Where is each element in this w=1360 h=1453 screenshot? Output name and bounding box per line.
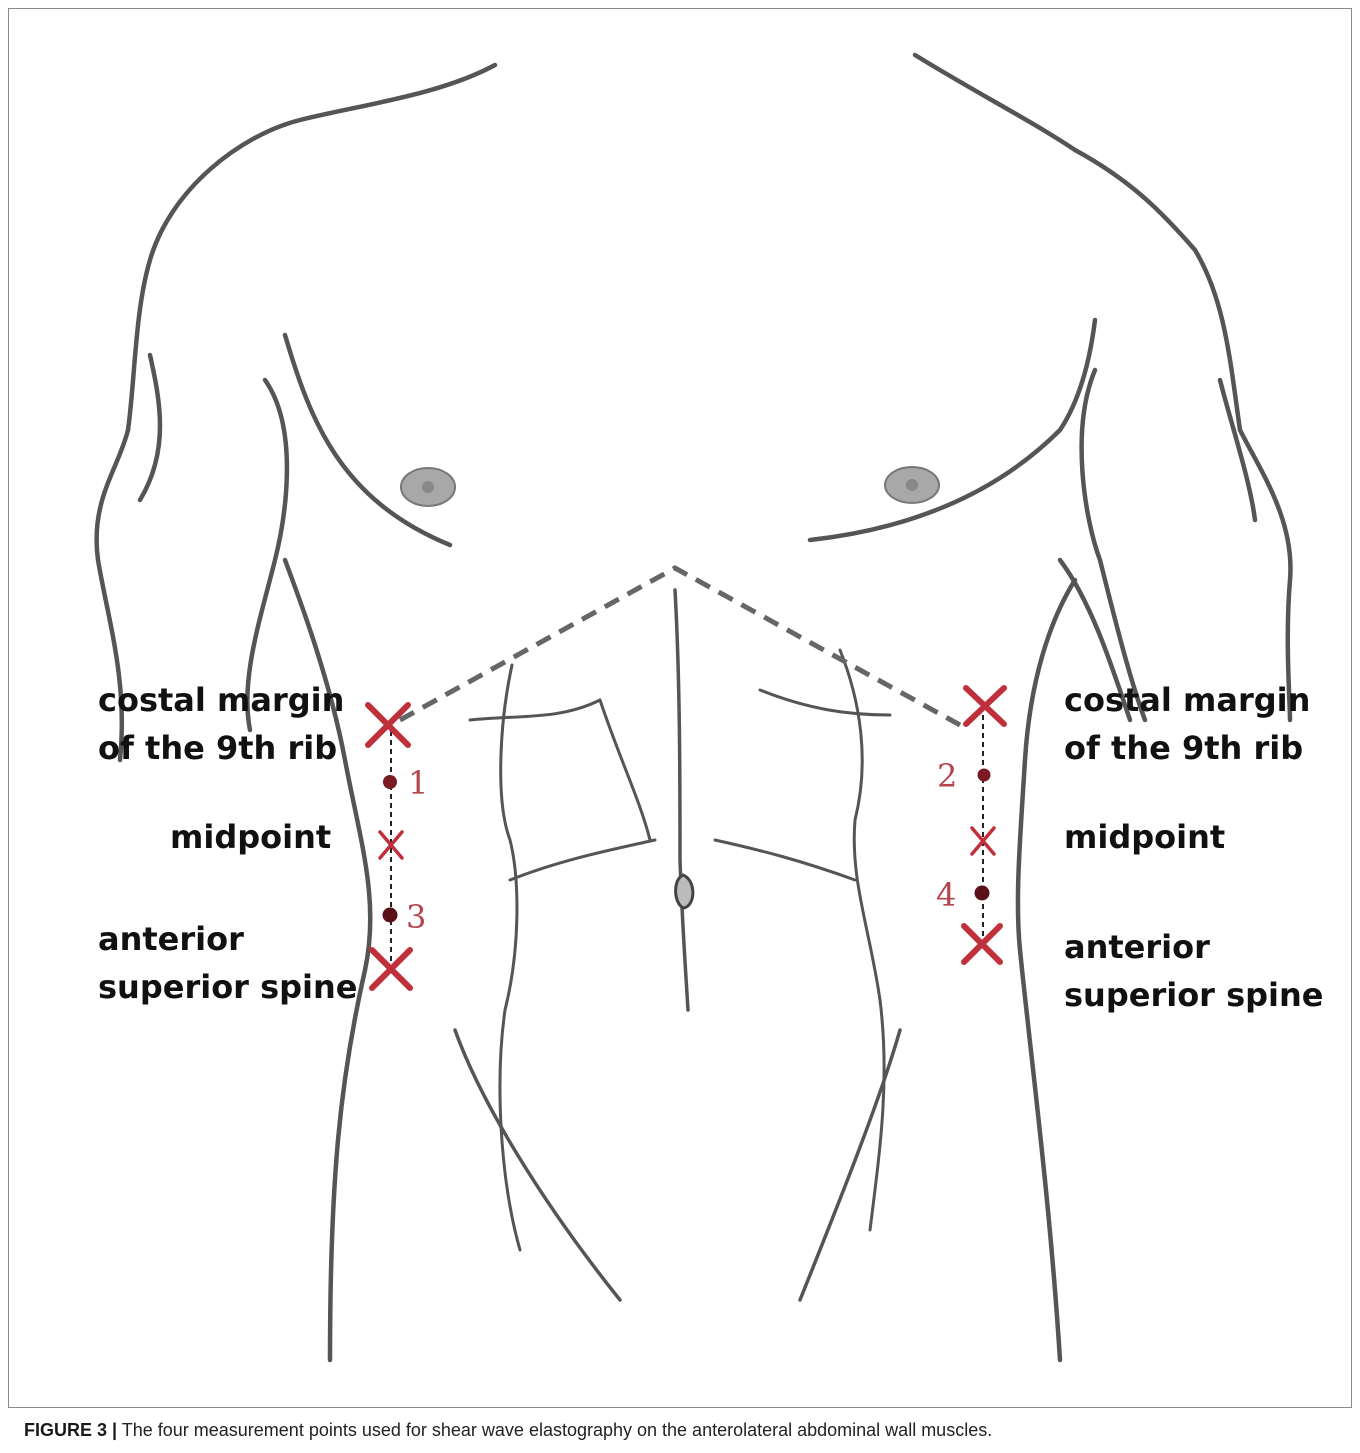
left-costal-label-line2: of the 9th rib	[98, 724, 337, 772]
right-abs-row1	[760, 690, 890, 715]
figure-caption-prefix: FIGURE 3 |	[24, 1420, 117, 1440]
right-asis-label-line2: superior spine	[1064, 971, 1324, 1019]
linea-alba	[675, 590, 688, 1010]
left-abs-outline	[500, 665, 520, 1250]
point-4-label: 4	[936, 876, 956, 914]
right-costal-label-line1: costal margin	[1064, 676, 1310, 724]
point-2-dot	[978, 769, 991, 782]
right-costal-label-line2: of the 9th rib	[1064, 724, 1303, 772]
figure-caption: FIGURE 3 | The four measurement points u…	[24, 1420, 992, 1441]
right-costal-x-marker	[966, 688, 1004, 724]
left-midpoint-x-marker	[380, 832, 402, 858]
point-4-dot	[975, 886, 990, 901]
point-1-dot	[383, 775, 397, 789]
right-nipple-icon	[885, 467, 939, 503]
left-nipple-icon	[401, 468, 455, 506]
right-neck-line	[915, 55, 1240, 430]
left-costal-label-line1: costal margin	[98, 676, 344, 724]
point-2-label: 2	[937, 757, 957, 795]
point-1-label: 1	[408, 764, 428, 802]
right-pec-line	[810, 320, 1095, 540]
left-inguinal-line	[455, 1030, 620, 1300]
left-asis-label-line1: anterior	[98, 915, 244, 963]
left-abs-row1	[470, 700, 600, 720]
left-pec-line	[285, 335, 450, 545]
right-asis-label-line1: anterior	[1064, 923, 1210, 971]
point-3-label: 3	[406, 898, 426, 936]
left-abs-col	[600, 700, 650, 840]
left-bicep-line	[140, 355, 160, 500]
left-costal-x-marker	[368, 705, 408, 745]
left-asis-x-marker	[372, 950, 410, 988]
right-abs-row2	[715, 840, 855, 880]
point-3-dot	[383, 908, 398, 923]
left-asis-label-line2: superior spine	[98, 963, 358, 1011]
figure-caption-text: The four measurement points used for she…	[117, 1420, 992, 1440]
navel-icon	[676, 875, 693, 908]
left-neck-line	[128, 65, 495, 430]
right-midpoint-label: midpoint	[1064, 813, 1225, 861]
left-abs-row2	[510, 840, 655, 880]
left-midpoint-label: midpoint	[170, 813, 331, 861]
